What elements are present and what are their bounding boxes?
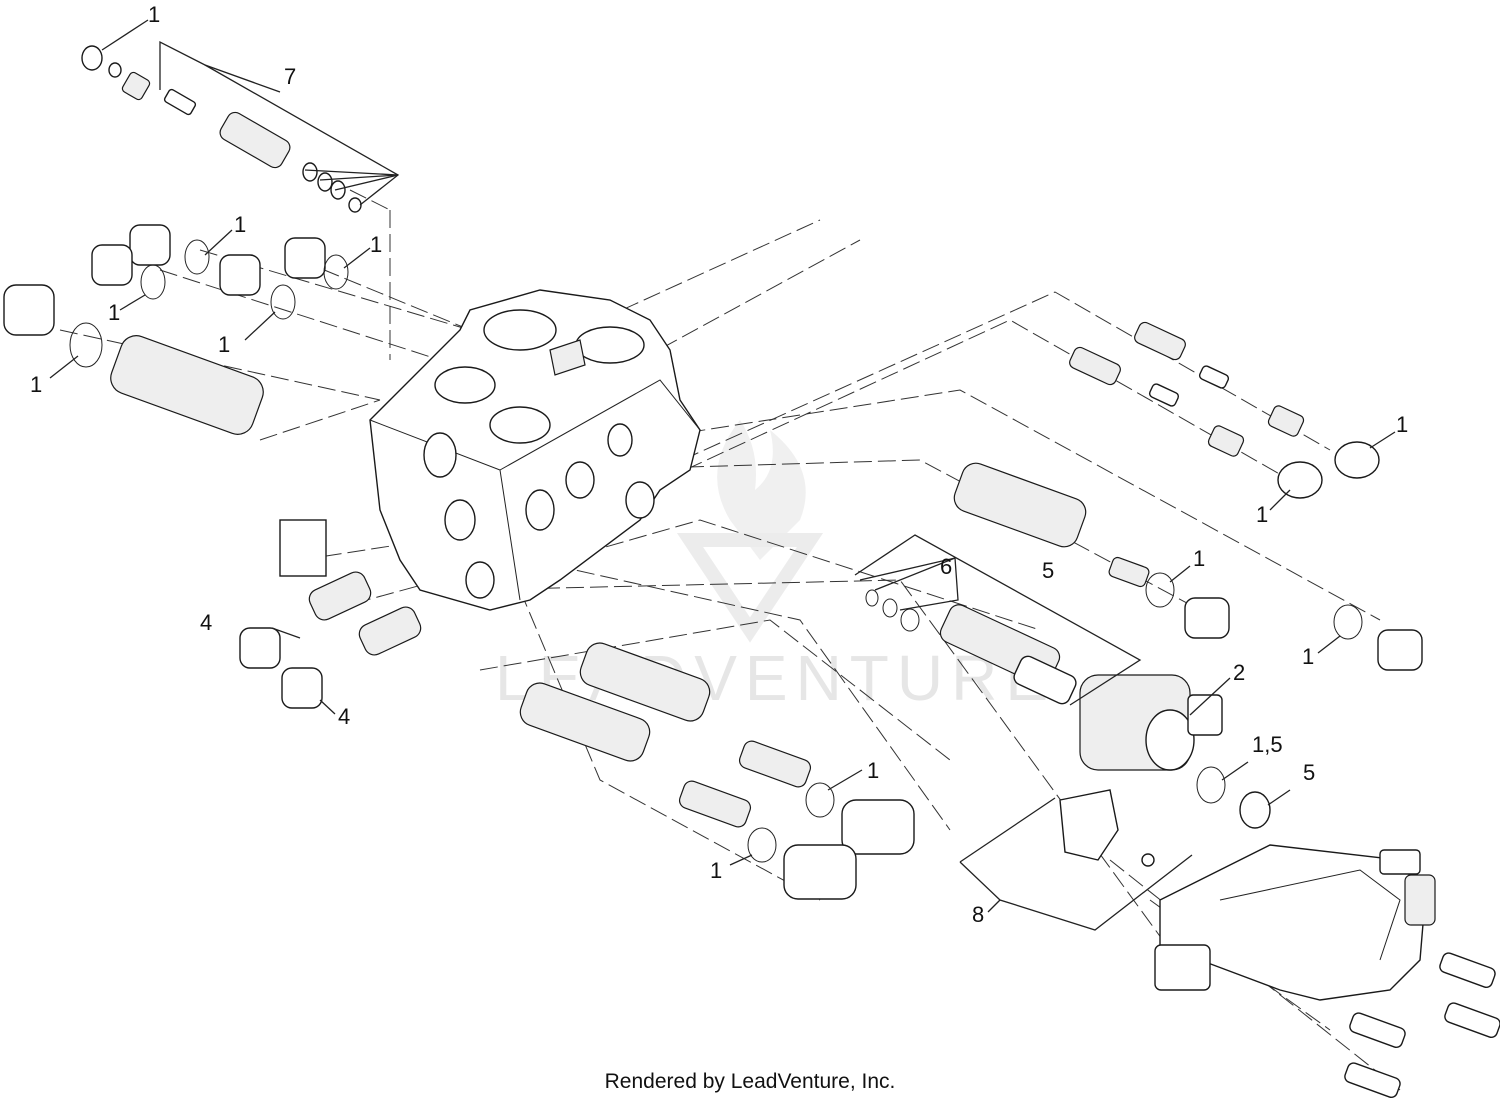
callout-label: 1,5 bbox=[1252, 732, 1283, 757]
left-parts bbox=[3, 45, 422, 709]
callout-label: 4 bbox=[338, 704, 350, 729]
callout-label: 1 bbox=[867, 758, 879, 783]
callout-label: 1 bbox=[1302, 644, 1314, 669]
leader-lines bbox=[49, 19, 1396, 931]
callout-label: 5 bbox=[1042, 558, 1054, 583]
callout-label: 1 bbox=[710, 858, 722, 883]
callout-label: 6 bbox=[940, 554, 952, 579]
callout-label: 1 bbox=[1256, 502, 1268, 527]
callout-label: 1 bbox=[108, 300, 120, 325]
callout-label: 1 bbox=[30, 372, 42, 397]
handle-bracket bbox=[1154, 844, 1500, 1098]
footer-credit: Rendered by LeadVenture, Inc. bbox=[604, 1070, 896, 1093]
callout-label: 1 bbox=[234, 212, 246, 237]
right-upper-parts bbox=[953, 321, 1423, 671]
solenoid-assembly bbox=[865, 589, 1271, 829]
lower-parts bbox=[519, 642, 1155, 900]
callout-label: 5 bbox=[1303, 760, 1315, 785]
callout-label: 7 bbox=[284, 64, 296, 89]
callout-label: 4 bbox=[200, 610, 212, 635]
callout-label: 1 bbox=[218, 332, 230, 357]
callout-label: 8 bbox=[972, 902, 984, 927]
callouts: 1 7 1 1 1 1 1 1 1 6 5 1 1 4 4 2 1,5 5 1 … bbox=[30, 2, 1408, 927]
callout-label: 1 bbox=[370, 232, 382, 257]
callout-label: 1 bbox=[1193, 546, 1205, 571]
callout-label: 2 bbox=[1233, 660, 1245, 685]
callout-label: 1 bbox=[148, 2, 160, 27]
valve-body bbox=[279, 289, 701, 611]
callout-label: 1 bbox=[1396, 412, 1408, 437]
assembly-centerlines bbox=[59, 189, 1401, 1091]
